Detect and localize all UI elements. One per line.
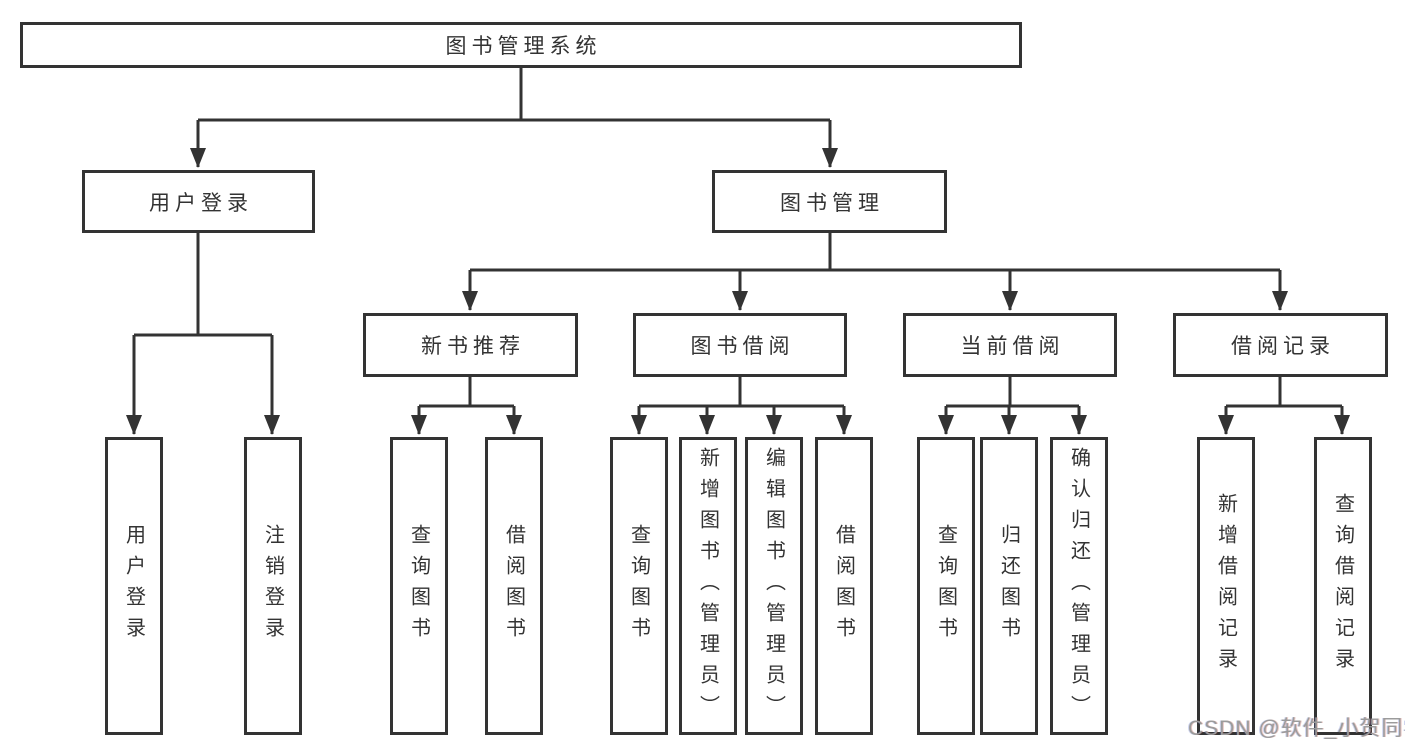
node-label: 新增图书（管理员） bbox=[696, 446, 719, 726]
leaf-query-books-recommend: 查询图书 bbox=[390, 437, 448, 735]
connector-book-management-branch bbox=[462, 233, 1288, 311]
node-label: 编辑图书（管理员） bbox=[762, 446, 785, 726]
leaf-borrow-books-recommend: 借阅图书 bbox=[485, 437, 543, 735]
connector-root-to-level1 bbox=[190, 68, 838, 168]
node-label: 查询借阅记录 bbox=[1331, 493, 1354, 679]
leaf-borrow-books-borrowing: 借阅图书 bbox=[815, 437, 873, 735]
leaf-user-login: 用户登录 bbox=[105, 437, 163, 735]
csdn-watermark: CSDN @软件_小贺同学 bbox=[1188, 717, 1405, 740]
node-library-management-system: 图书管理系统 bbox=[20, 22, 1022, 68]
node-label: 图书管理 bbox=[780, 191, 884, 215]
leaf-confirm-return-admin: 确认归还（管理员） bbox=[1050, 437, 1108, 735]
node-borrowing-records: 借阅记录 bbox=[1173, 313, 1388, 377]
node-user-login: 用户登录 bbox=[82, 170, 315, 233]
node-current-borrowing: 当前借阅 bbox=[903, 313, 1117, 377]
node-label: 查询图书 bbox=[934, 524, 957, 648]
node-label: 查询图书 bbox=[627, 524, 650, 648]
leaf-edit-book-admin: 编辑图书（管理员） bbox=[745, 437, 803, 735]
node-label: 新书推荐 bbox=[421, 335, 525, 358]
node-label: 借阅图书 bbox=[832, 524, 855, 648]
node-label: 借阅图书 bbox=[502, 524, 525, 648]
connector-current-borrowing bbox=[938, 377, 1087, 435]
node-label: 图书管理系统 bbox=[445, 35, 602, 58]
node-label: 当前借阅 bbox=[960, 335, 1065, 358]
leaf-add-book-admin: 新增图书（管理员） bbox=[679, 437, 737, 735]
node-book-management: 图书管理 bbox=[712, 170, 947, 233]
connector-new-book-recommend bbox=[411, 377, 522, 435]
connector-user-login-branch bbox=[126, 233, 280, 435]
node-label: 注销登录 bbox=[261, 524, 284, 648]
node-book-borrowing: 图书借阅 bbox=[633, 313, 847, 377]
node-label: 归还图书 bbox=[997, 524, 1020, 648]
connector-borrowing-records bbox=[1218, 377, 1350, 435]
leaf-return-book: 归还图书 bbox=[980, 437, 1038, 735]
node-label: 借阅记录 bbox=[1231, 335, 1335, 358]
connector-book-borrowing bbox=[631, 377, 852, 435]
leaf-query-books-borrowing: 查询图书 bbox=[610, 437, 668, 735]
leaf-add-borrow-record: 新增借阅记录 bbox=[1197, 437, 1255, 735]
node-label: 查询图书 bbox=[407, 524, 430, 648]
node-label: 新增借阅记录 bbox=[1214, 493, 1237, 679]
node-label: 用户登录 bbox=[149, 191, 253, 215]
leaf-logout: 注销登录 bbox=[244, 437, 302, 735]
node-new-book-recommend: 新书推荐 bbox=[363, 313, 578, 377]
node-label: 图书借阅 bbox=[690, 335, 795, 358]
node-label: 用户登录 bbox=[122, 524, 145, 648]
leaf-query-borrow-record: 查询借阅记录 bbox=[1314, 437, 1372, 735]
node-label: 确认归还（管理员） bbox=[1067, 446, 1090, 726]
leaf-query-books-current: 查询图书 bbox=[917, 437, 975, 735]
